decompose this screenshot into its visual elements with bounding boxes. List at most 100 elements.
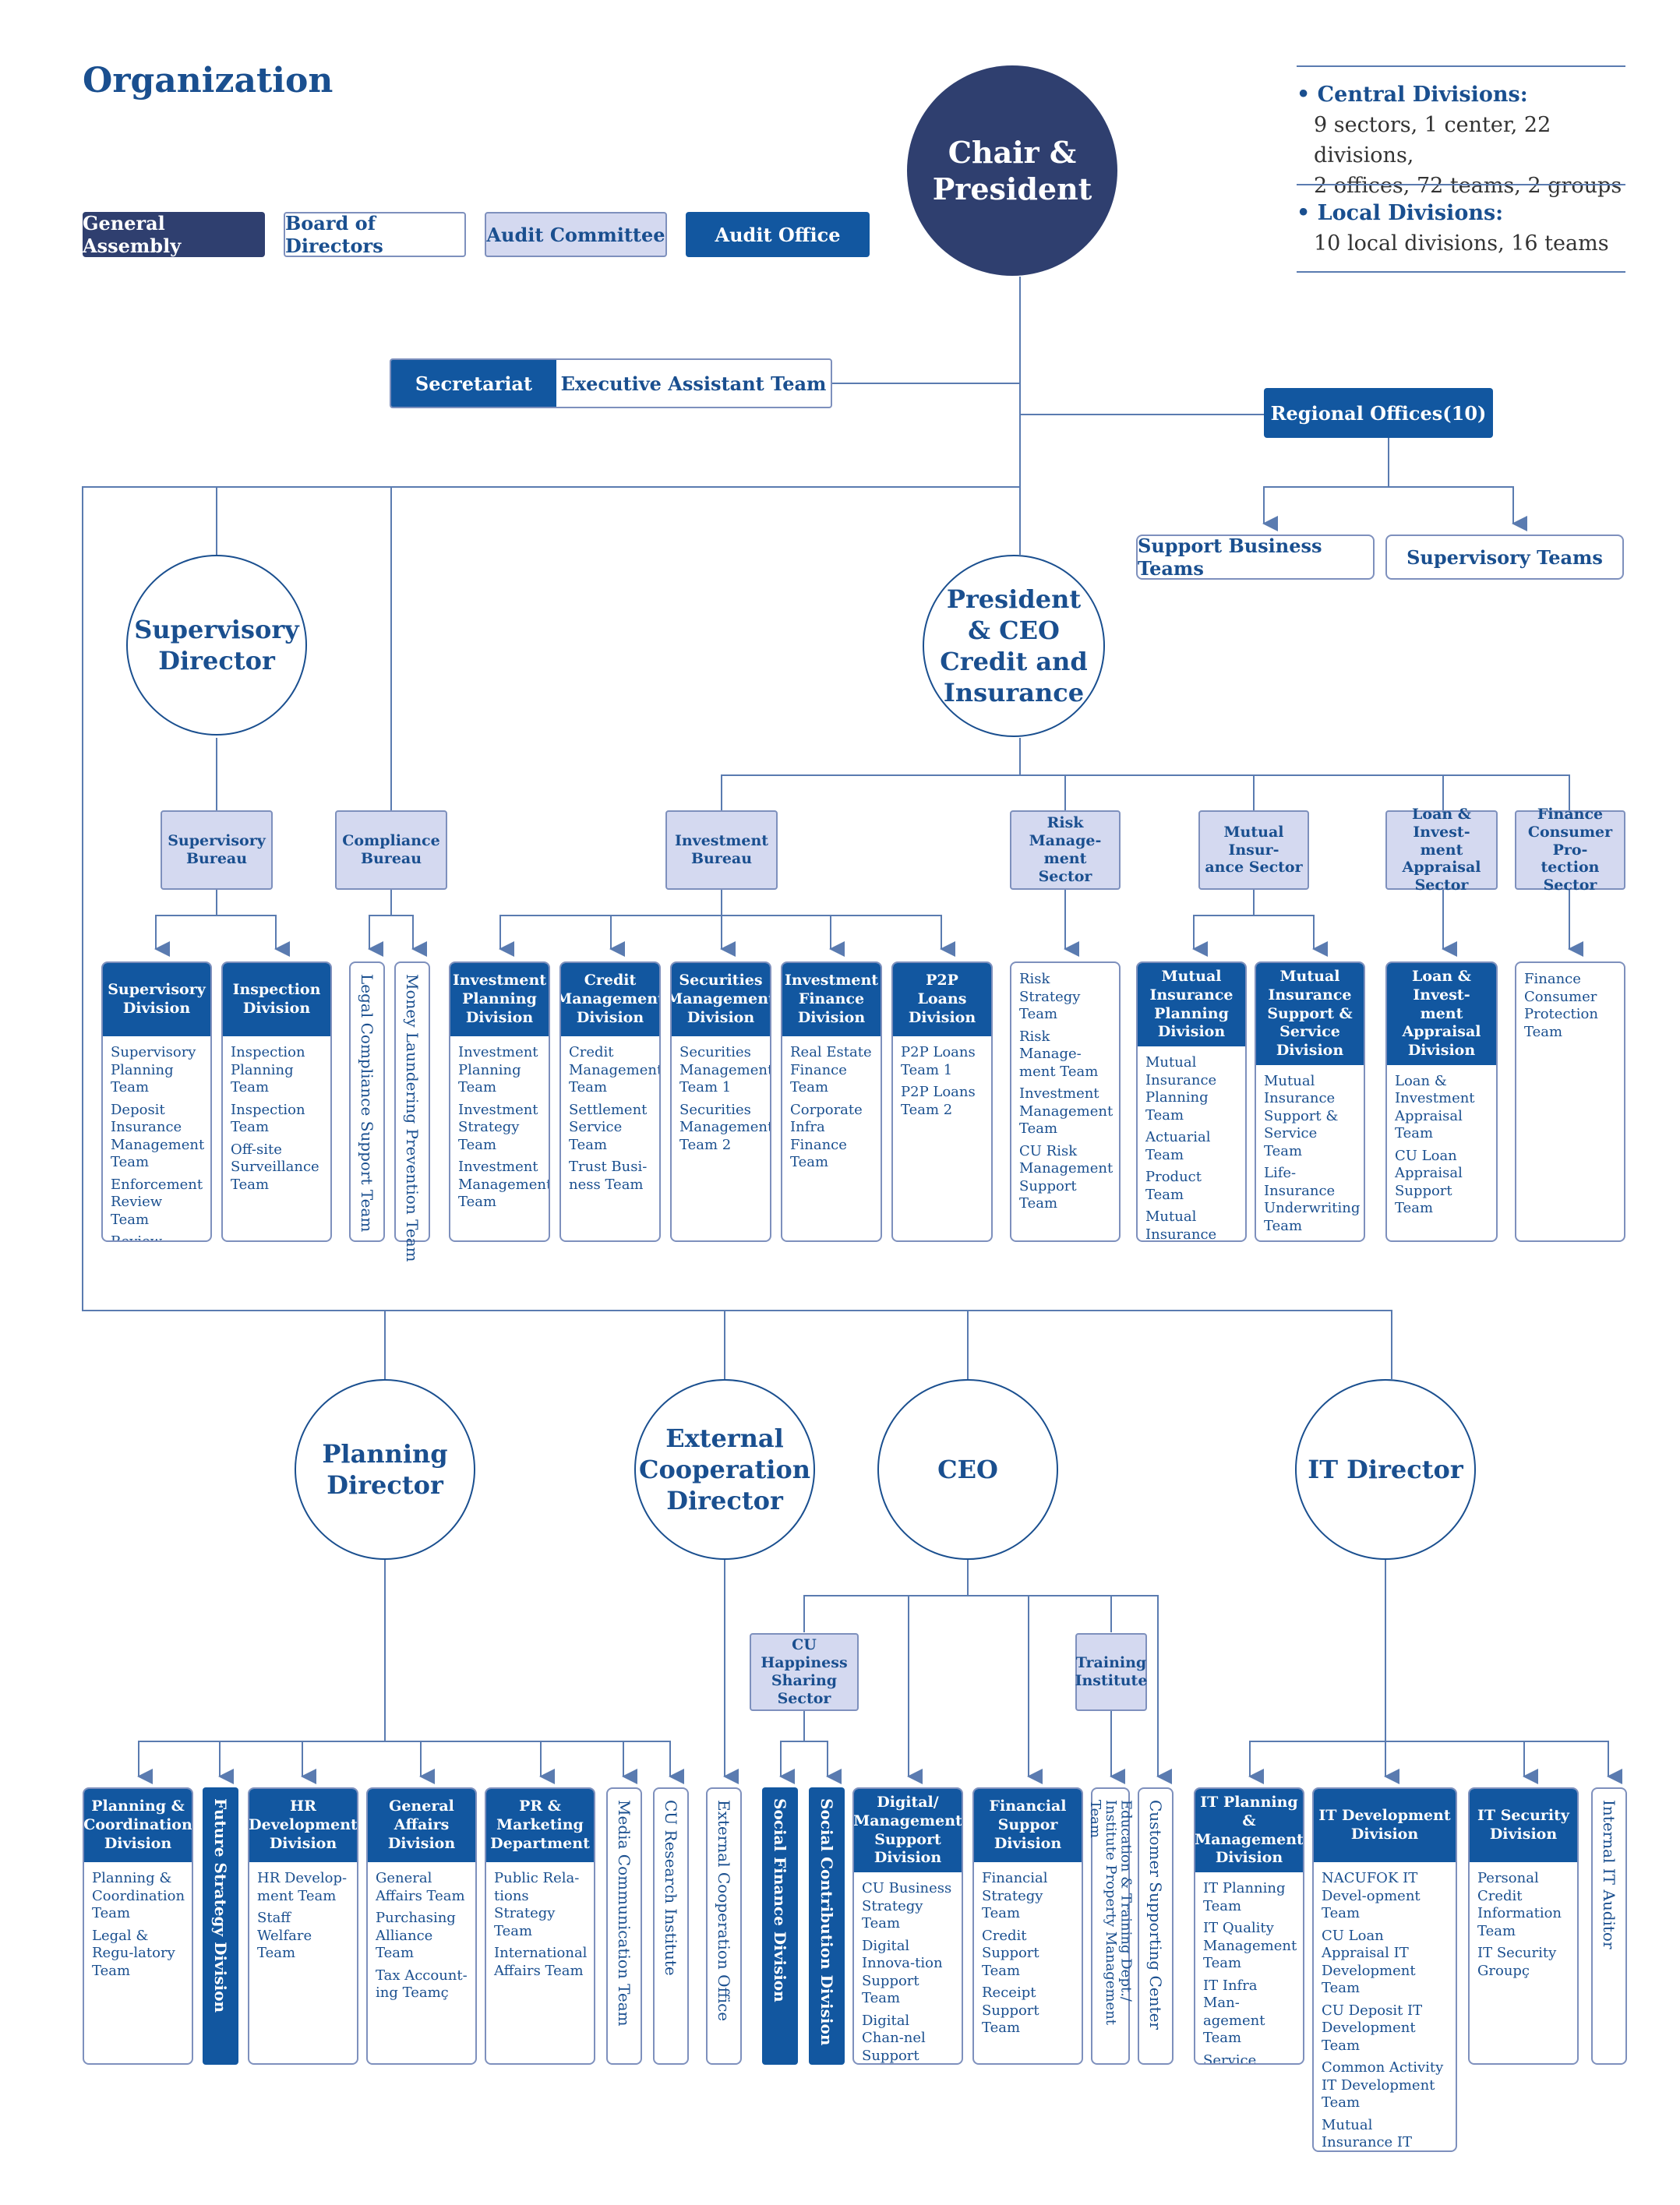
- team-item: Securities Management Team 1: [679, 1044, 771, 1095]
- team-item: Credit Management Team: [569, 1044, 661, 1095]
- sector-line: tection Sector: [1541, 859, 1600, 894]
- team-item: Life-Insurance Underwriting Team: [1264, 1165, 1361, 1234]
- division-header-line: Division: [122, 1000, 191, 1017]
- team-item: IT Infra Man-agement Team: [1203, 1977, 1265, 2047]
- team-item: Loan & Investment Appraisal Team: [1395, 1072, 1475, 1142]
- team-item: Inspection Planning Team: [231, 1044, 305, 1095]
- team-item: Securities Management Team 2: [679, 1101, 771, 1153]
- external-director-line3: Director: [666, 1486, 783, 1515]
- sector-line: Compliance: [342, 832, 440, 850]
- team-item: Investment Management Team: [458, 1159, 550, 1210]
- division-header-line: P2P: [926, 972, 958, 990]
- division-header-line: PR &: [519, 1798, 561, 1815]
- team-item: Risk Strategy Team: [1019, 971, 1081, 1022]
- sector-line: Bureau: [360, 850, 422, 867]
- team-item: Inspection Team: [231, 1101, 305, 1136]
- division-header-line: Division: [686, 1008, 755, 1026]
- sector-line: Happiness: [761, 1654, 848, 1672]
- sector-line: Bureau: [690, 850, 753, 867]
- team-item: Receipt Support Team: [982, 1984, 1039, 2036]
- sector-line: ment Appraisal: [1402, 841, 1481, 877]
- division-header-line: Division: [576, 1008, 644, 1026]
- info-central: • Central Divisions: 9 sectors, 1 center…: [1297, 79, 1639, 202]
- division-header-line: Division: [994, 1834, 1062, 1852]
- internal-it-auditor-label: Internal IT Auditor: [1600, 1800, 1618, 1949]
- future-strategy-division-label: Future Strategy Division: [211, 1798, 230, 2013]
- team-item: CU Loan Appraisal IT Development Team: [1322, 1927, 1416, 1997]
- team-item: Finance Consumer Protection Team: [1524, 971, 1598, 1040]
- team-item: Credit Support Team: [982, 1927, 1039, 1979]
- team-item: Purchasing Alliance Team: [376, 1910, 456, 1961]
- team-item: HR Develop-ment Team: [257, 1870, 348, 1904]
- team-item: Planning & Coordination Team: [92, 1870, 185, 1921]
- ceo-circle: CEO: [877, 1379, 1058, 1560]
- info-local: • Local Divisions: 10 local divisions, 1…: [1297, 198, 1639, 259]
- money-laundering-prevention-label: Money Laundering Prevention Team: [403, 974, 422, 1262]
- division-header-line: Division: [242, 1000, 311, 1017]
- team-item: Legal & Regu-latory Team: [92, 1927, 175, 1979]
- board-of-directors-box: Board of Directors: [284, 212, 466, 257]
- division-header-line: Supervisory: [108, 981, 206, 999]
- it-director-circle: IT Director: [1295, 1379, 1476, 1560]
- division-header-line: Planning: [462, 990, 537, 1008]
- division-header-line: ment Appraisal: [1402, 1004, 1481, 1041]
- team-item: Digital Chan-nel Support Team: [862, 2012, 926, 2064]
- team-item: IT Planning Team: [1203, 1880, 1286, 1914]
- legal-compliance-support-card: Legal Compliance Support Team: [349, 961, 385, 1242]
- division-header-line: Division: [1407, 1042, 1476, 1059]
- team-item: Off-site Surveillance Team: [231, 1141, 319, 1193]
- division-header-line: Division: [104, 1834, 172, 1852]
- external-director-line1: External: [665, 1424, 784, 1453]
- sector-line: Loan & Invest-: [1412, 806, 1471, 841]
- division-header-line: Affairs: [394, 1816, 450, 1834]
- sector-line: Mutual Insur-: [1223, 823, 1284, 859]
- division-header-line: Management: [670, 990, 771, 1008]
- division-header-line: Investment: [452, 972, 547, 990]
- division-header-line: Inspection: [232, 981, 321, 999]
- team-item: CU Deposit IT Development Team: [1322, 2002, 1423, 2054]
- ceo-label: CEO: [937, 1455, 998, 1484]
- division-header-line: Division: [269, 1834, 337, 1852]
- division-header-line: Finance: [798, 990, 865, 1008]
- team-item: P2P Loans Team 1: [901, 1044, 976, 1078]
- team-item: Actuarial Team: [1145, 1129, 1211, 1163]
- division-header-line: Department: [490, 1834, 590, 1852]
- team-item: Digital Innova-tion Support Team: [862, 1937, 943, 2007]
- local-heading: • Local Divisions:: [1297, 201, 1504, 225]
- secretariat-box: Secretariat: [391, 360, 556, 407]
- info-rule-top: [1297, 65, 1625, 67]
- division-header-line: Division: [797, 1008, 866, 1026]
- division-header-line: Coordination: [83, 1816, 192, 1834]
- sector-line: Consumer Pro-: [1527, 823, 1613, 859]
